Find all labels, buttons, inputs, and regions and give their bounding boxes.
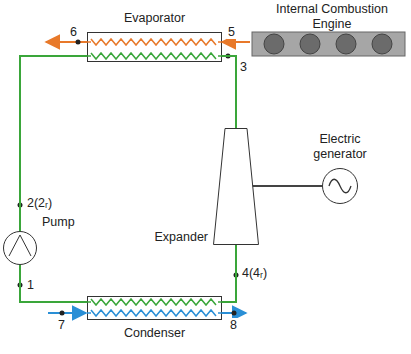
node-outline: [87, 296, 222, 320]
condenser-box: Condenser: [87, 296, 222, 320]
pump-symbol: Pump: [3, 231, 37, 265]
component-label: Expander: [154, 230, 208, 245]
component-label: Electric generator: [300, 132, 380, 162]
state-points: [18, 40, 239, 316]
flow-connector: [251, 185, 322, 187]
generator-symbol: Electric generator: [322, 168, 358, 204]
state-point-number: 1: [26, 278, 35, 292]
flow-connector: [20, 56, 87, 231]
state-point-number: 5: [227, 25, 236, 39]
component-label: Internal Combustion Engine: [257, 2, 407, 32]
flow-connector: [222, 245, 236, 302]
state-point-number: 2(2ᵣ): [26, 196, 53, 210]
state-point-number: 4(4ᵣ): [241, 266, 268, 280]
node-outline: [213, 128, 259, 245]
expander-symbol: Expander: [213, 128, 259, 245]
node-outline: [87, 32, 222, 62]
flow-connector: [20, 265, 87, 302]
state-point-number: 7: [57, 318, 66, 332]
component-label: Condenser: [87, 326, 222, 341]
component-label: Evaporator: [87, 11, 222, 26]
evaporator-box: Evaporator: [87, 32, 222, 62]
state-point-number: 3: [239, 60, 248, 74]
engine-block: Internal Combustion Engine: [250, 2, 407, 58]
node-outline: [3, 231, 37, 265]
node-outline: [322, 168, 358, 204]
state-point-number: 8: [229, 318, 238, 332]
coolant-inlet: [48, 312, 86, 314]
flow-connector: [222, 56, 236, 128]
exhaust-outlet: [46, 41, 87, 43]
component-label: Pump: [42, 215, 75, 230]
flow-connector: [222, 41, 250, 43]
state-point-number: 6: [69, 25, 78, 39]
